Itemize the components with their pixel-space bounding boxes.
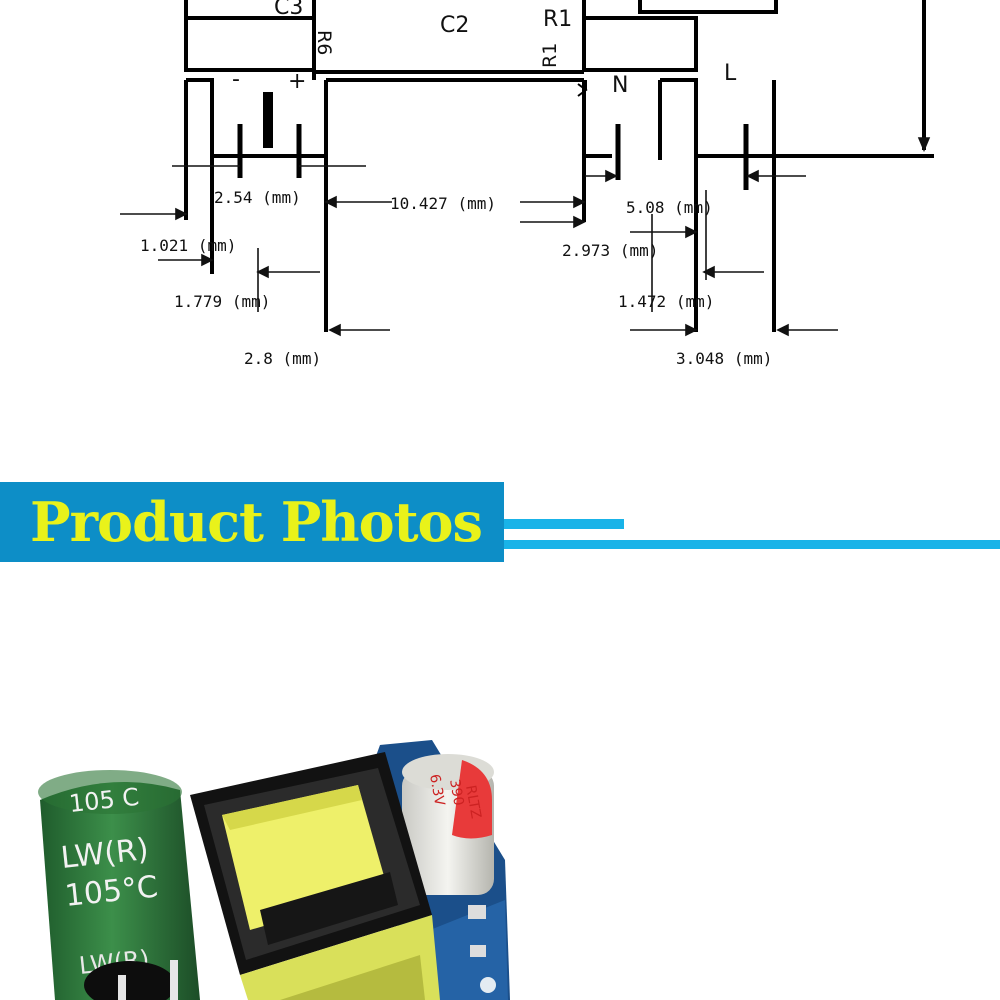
dim-3-048: 3.048 (mm) bbox=[676, 349, 772, 368]
label-r6: R6 bbox=[313, 30, 335, 55]
dim-5-08: 5.08 (mm) bbox=[626, 198, 713, 217]
large-capacitor: 105 C LW(R) 105°C LW(R) bbox=[38, 770, 200, 1000]
section-header bbox=[0, 482, 504, 562]
svg-text:1.779 (mm): 1.779 (mm) bbox=[174, 292, 270, 311]
svg-text:2.54 (mm): 2.54 (mm) bbox=[214, 188, 301, 207]
section-title: Product Photos bbox=[30, 490, 483, 554]
small-capacitor: 6.3V 390 RLTZ bbox=[402, 754, 494, 895]
label-r1-side: R1 bbox=[539, 43, 561, 68]
dimension-diagram: C3 C2 R1 R6 R1 - + N L 2.54 (mm) 10.427 … bbox=[120, 0, 934, 368]
dim-1-779: 1.779 (mm) bbox=[174, 292, 270, 311]
svg-text:3.048 (mm): 3.048 (mm) bbox=[676, 349, 772, 368]
label-c3: C3 bbox=[274, 0, 303, 20]
svg-text:2.8 (mm): 2.8 (mm) bbox=[244, 349, 321, 368]
svg-text:1.021 (mm): 1.021 (mm) bbox=[140, 236, 236, 255]
dim-1-021: 1.021 (mm) bbox=[140, 236, 236, 255]
svg-text:1.472 (mm): 1.472 (mm) bbox=[618, 292, 714, 311]
dim-2-8: 2.8 (mm) bbox=[244, 349, 321, 368]
dim-1-472: 1.472 (mm) bbox=[618, 292, 714, 311]
polarity-plus: + bbox=[288, 69, 306, 94]
header-accent-long bbox=[504, 540, 1000, 549]
label-r1-top: R1 bbox=[543, 7, 572, 32]
dim-10-427: 10.427 (mm) bbox=[390, 194, 496, 213]
svg-text:2.973 (mm): 2.973 (mm) bbox=[562, 241, 658, 260]
svg-text:RLTZ: RLTZ bbox=[462, 784, 484, 820]
svg-text:5.08 (mm): 5.08 (mm) bbox=[626, 198, 713, 217]
header-accent-short bbox=[504, 519, 624, 529]
polarity-minus: - bbox=[232, 67, 240, 92]
label-c2: C2 bbox=[440, 13, 469, 38]
component-outline-right bbox=[582, 16, 698, 72]
dim-2-54: 2.54 (mm) bbox=[214, 188, 301, 207]
dim-2-973: 2.973 (mm) bbox=[562, 241, 658, 260]
terminal-l: L bbox=[724, 61, 737, 86]
terminal-n: N bbox=[612, 73, 628, 98]
svg-text:10.427 (mm): 10.427 (mm) bbox=[390, 194, 496, 213]
component-outline-left bbox=[184, 16, 316, 72]
svg-text:390: 390 bbox=[446, 778, 466, 807]
svg-text:6.3V: 6.3V bbox=[426, 773, 447, 808]
product-photo: 6.3V 390 RLTZ 105 C LW(R) 105°C LW(R) bbox=[38, 740, 510, 1000]
transformer bbox=[190, 752, 440, 1000]
